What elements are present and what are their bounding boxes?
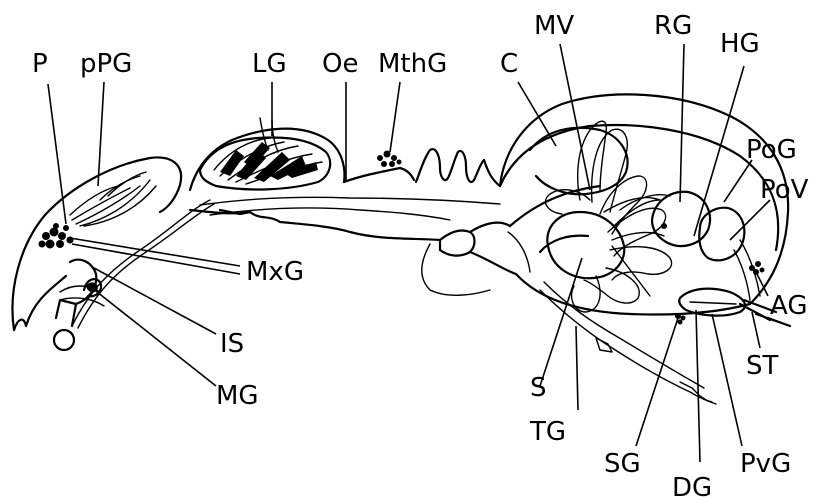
duct <box>72 200 214 328</box>
petiole <box>422 223 516 296</box>
label-P: P <box>32 49 48 79</box>
label-pPG: pPG <box>80 49 132 79</box>
pharyngeal-gland-cluster <box>39 223 74 249</box>
postpharyngeal-gland <box>70 172 156 226</box>
labial-gland <box>200 118 330 189</box>
label-ST: ST <box>746 351 779 381</box>
label-SG: SG <box>604 449 641 479</box>
label-MV: MV <box>534 11 574 41</box>
label-PoG: PoG <box>746 135 797 165</box>
label-LG: LG <box>252 49 287 79</box>
rectal-gland <box>652 192 760 300</box>
label-DG: DG <box>672 473 712 503</box>
label-PoV: PoV <box>760 175 809 205</box>
label-MxG: MxG <box>246 257 304 287</box>
gaster-outline <box>500 94 790 326</box>
thorax-outline <box>190 129 500 240</box>
label-RG: RG <box>654 11 692 41</box>
label-PvG: PvG <box>740 449 791 479</box>
metathoracic-gland-cluster <box>377 151 402 168</box>
antenna-segment <box>540 282 716 404</box>
label-MG: MG <box>216 381 259 411</box>
label-C: C <box>500 49 518 79</box>
midgut <box>540 212 624 278</box>
leader-lines <box>48 44 770 462</box>
label-S: S <box>530 373 547 403</box>
label-AG: AG <box>770 291 807 321</box>
label-MthG: MthG <box>378 49 447 79</box>
label-IS: IS <box>220 329 244 359</box>
label-HG: HG <box>720 29 760 59</box>
label-TG: TG <box>529 417 566 447</box>
label-Oe: Oe <box>322 49 358 79</box>
